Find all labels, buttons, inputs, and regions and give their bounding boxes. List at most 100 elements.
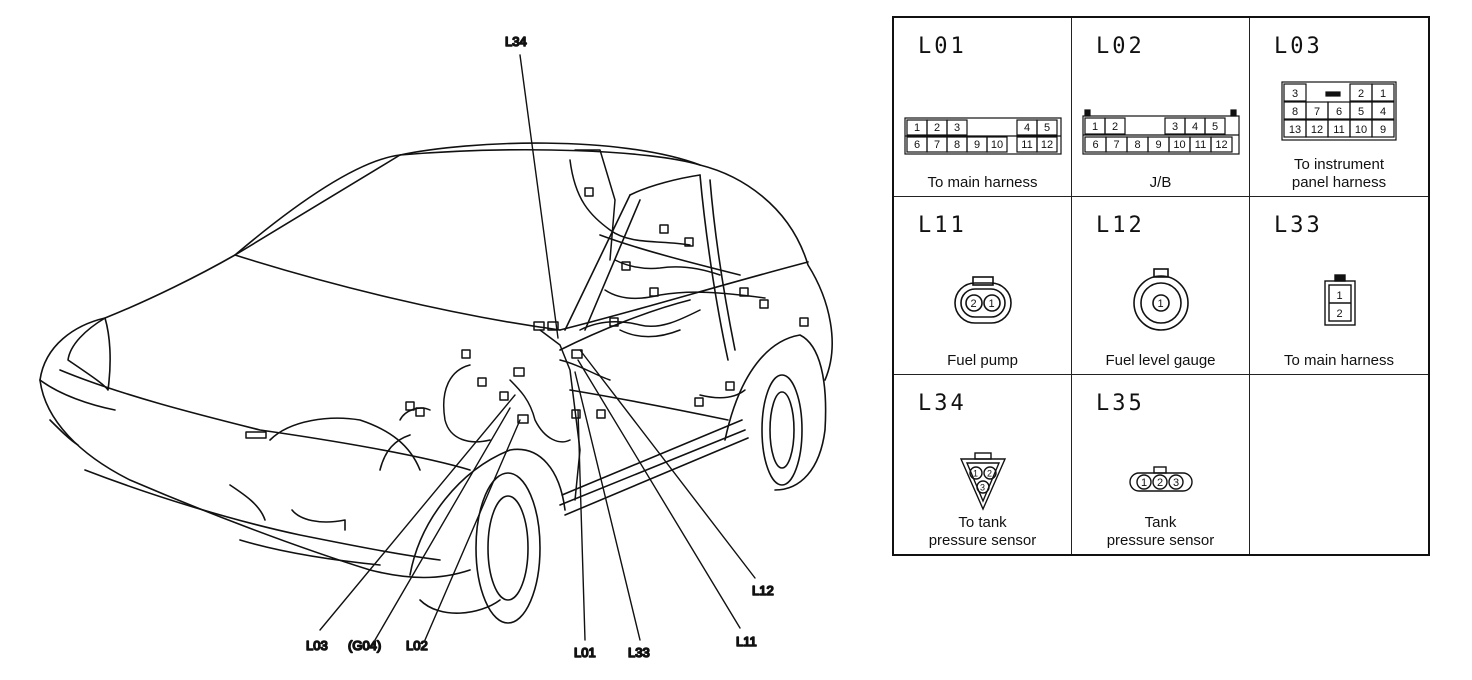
- callout-l11: L11: [736, 634, 757, 649]
- desc-line2: pressure sensor: [928, 532, 1037, 549]
- pin-cell: [1209, 136, 1233, 153]
- pin-label: 3: [1171, 121, 1177, 133]
- connector-code: L12: [1096, 212, 1145, 238]
- pin-label: 7: [1113, 139, 1119, 151]
- pin-label: 8: [1292, 106, 1298, 118]
- pin-label: 4: [1191, 121, 1197, 133]
- connector-l35-diagram: 1 2 3: [1072, 437, 1249, 527]
- desc-line1: Tank: [1144, 514, 1177, 531]
- pin-cell: [1283, 83, 1307, 102]
- pin-cell: [1203, 117, 1226, 135]
- pin-cell: [1371, 83, 1395, 102]
- pin-cell: [1103, 117, 1126, 135]
- callout-l34: L34: [505, 34, 527, 49]
- pin-label: 6: [1336, 106, 1342, 118]
- pin-label: 5: [1043, 122, 1049, 134]
- pin-cell: [945, 119, 968, 136]
- pin-label: 2: [987, 469, 992, 479]
- pin-label: 1: [1157, 298, 1163, 310]
- pin-label: 2: [970, 298, 976, 310]
- connector-code: L35: [1096, 391, 1145, 417]
- connector-desc: To instrument panel harness: [1250, 156, 1428, 192]
- pin-label: 8: [953, 139, 959, 151]
- pin-label: 2: [1111, 121, 1117, 133]
- connector-desc: Tank pressure sensor: [1072, 514, 1249, 550]
- callout-l03: L03: [306, 638, 328, 653]
- connector-code: L11: [918, 212, 967, 238]
- pin-label: 2: [1337, 308, 1343, 320]
- connector-code: L33: [1274, 212, 1323, 238]
- wire-harness: [246, 150, 808, 500]
- pin-label: 9: [1155, 139, 1161, 151]
- pin-cell: [1371, 119, 1395, 138]
- pin-cell: [1371, 101, 1395, 120]
- car-body: [40, 143, 832, 623]
- connector-cell-l11: L11 2 1 Fuel pump: [894, 196, 1072, 376]
- pin-cell: [1035, 136, 1058, 153]
- pin-label: 1: [1337, 290, 1343, 302]
- pin-label: 1: [1141, 477, 1147, 489]
- pin-label: 12: [1040, 139, 1052, 151]
- connector-cell-l35: L35 1 2 3 Tank pressure sensor: [1072, 375, 1250, 554]
- connector-desc: J/B: [1072, 174, 1249, 192]
- pin-label: 1: [988, 298, 994, 310]
- connector-cell-l12: L12 1 Fuel level gauge: [1072, 196, 1250, 376]
- pin-label: 2: [933, 122, 939, 134]
- pin-label: 3: [1292, 88, 1298, 100]
- pin-label: 3: [1173, 477, 1179, 489]
- pin-label: 5: [1358, 106, 1364, 118]
- connector-desc: Fuel pump: [894, 352, 1071, 370]
- connector-desc: Fuel level gauge: [1072, 352, 1249, 370]
- pin-label: 13: [1289, 124, 1301, 136]
- pin-label: 5: [1211, 121, 1217, 133]
- pin-label: 1: [973, 469, 978, 479]
- pin-label: 1: [1380, 88, 1386, 100]
- pin-label: 9: [973, 139, 979, 151]
- callout-l01: L01: [574, 645, 596, 660]
- desc-line1: To main harness: [1283, 352, 1395, 370]
- connector-code: L01: [918, 34, 967, 59]
- pin-label: 12: [1215, 139, 1227, 151]
- callout-leaders: [320, 55, 755, 640]
- car-wiring-diagram: L34 L12 L03 (G04) L02 L01 L33 L11: [0, 33, 880, 661]
- pin-label: 1: [913, 122, 919, 134]
- pin-label: 3: [980, 483, 985, 493]
- pin-label: 8: [1134, 139, 1140, 151]
- pin-label: 10: [1355, 124, 1367, 136]
- pin-label: 4: [1380, 106, 1386, 118]
- connector-l11-diagram: 2 1: [894, 259, 1071, 349]
- latch-mark: [1325, 91, 1341, 97]
- desc-line1: To tank: [958, 514, 1007, 531]
- pin-label: 11: [1021, 139, 1032, 151]
- pin-label: 10: [990, 139, 1002, 151]
- desc-line1: J/B: [1149, 173, 1172, 191]
- pin-label: 9: [1380, 124, 1386, 136]
- callout-l02: L02: [406, 638, 428, 653]
- desc-line1: Fuel pump: [947, 352, 1018, 370]
- connector-desc: To tank pressure sensor: [894, 514, 1071, 550]
- desc-line1: To main harness: [927, 173, 1038, 191]
- connector-code: L34: [918, 391, 967, 417]
- pin-cell: [1035, 119, 1058, 136]
- pin-label: 10: [1173, 139, 1185, 151]
- desc-line1: To instrument: [1293, 155, 1385, 173]
- pin-cell: [985, 136, 1008, 153]
- connector-cell-l34: L34 1 2 3 To tank pressure sensor: [894, 375, 1072, 554]
- connector-desc: To main harness: [894, 174, 1071, 192]
- pin-label: 2: [1157, 477, 1163, 489]
- pin-label: 11: [1333, 124, 1344, 136]
- desc-line1: Fuel level gauge: [1105, 352, 1216, 370]
- connector-code: L02: [1096, 34, 1145, 59]
- connector-desc: To main harness: [1250, 352, 1428, 370]
- pin-label: 1: [1091, 121, 1097, 133]
- connector-code: L03: [1274, 34, 1323, 59]
- callout-g04: (G04): [348, 638, 381, 653]
- pin-label: 3: [953, 122, 959, 134]
- connector-cell-empty: [1250, 375, 1428, 554]
